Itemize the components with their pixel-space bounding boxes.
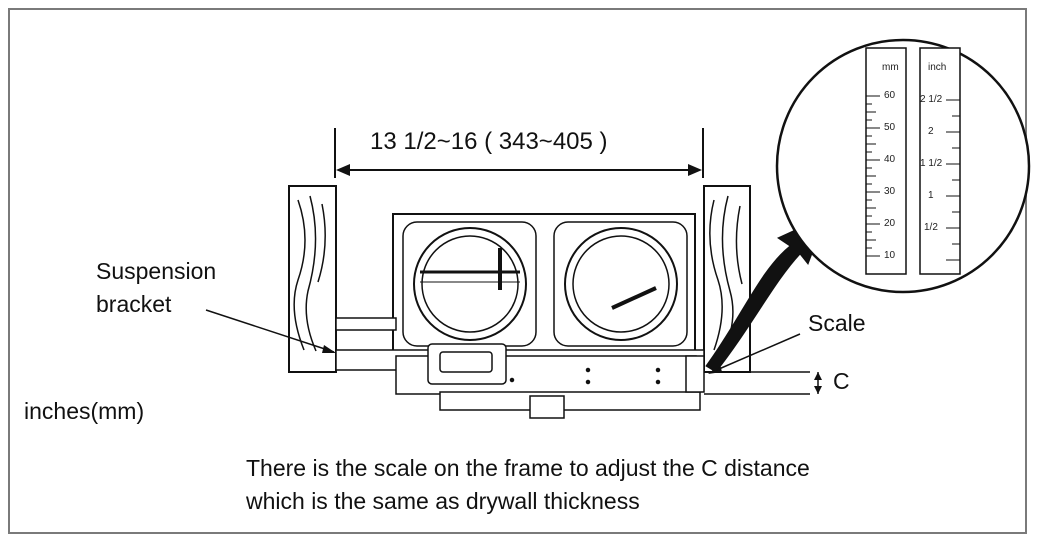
scale-mm-mark: 30 xyxy=(884,186,896,197)
scale-unit-mm: mm xyxy=(882,62,899,73)
units-label: inches(mm) xyxy=(24,398,145,424)
dimension-arrow xyxy=(334,128,704,178)
scale-mm-mark: 20 xyxy=(884,218,896,229)
suspension-bracket-label: Suspension xyxy=(96,258,217,284)
width-dimension-label: 13 1/2~16 ( 343~405 ) xyxy=(370,128,608,155)
scale-mm-mark: 50 xyxy=(884,122,896,133)
c-dimension xyxy=(814,372,822,394)
scale-label: Scale xyxy=(808,310,866,336)
caption-line-2: which is the same as drywall thickness xyxy=(246,488,640,514)
scale-zoom-circle xyxy=(775,38,1031,294)
left-joist xyxy=(288,185,337,373)
scale-inch-mark: 1 1/2 xyxy=(920,158,943,169)
scale-unit-inch: inch xyxy=(928,62,947,73)
caption-line-1: There is the scale on the frame to adjus… xyxy=(246,455,810,481)
scale-mm-mark: 10 xyxy=(884,250,896,261)
suspension-bracket-label-line2: bracket xyxy=(96,291,172,317)
scale-mm-mark: 40 xyxy=(884,154,896,165)
c-distance-label: C xyxy=(833,368,850,394)
fan-housing xyxy=(392,213,696,355)
scale-inch-mark: 2 xyxy=(928,126,934,137)
scale-inch-mark: 1 xyxy=(928,190,934,201)
scale-mm-mark: 60 xyxy=(884,90,896,101)
scale-inch-mark: 1/2 xyxy=(924,222,938,233)
suspension-bracket-frame xyxy=(335,317,705,419)
scale-inch-mark: 2 1/2 xyxy=(920,94,943,105)
